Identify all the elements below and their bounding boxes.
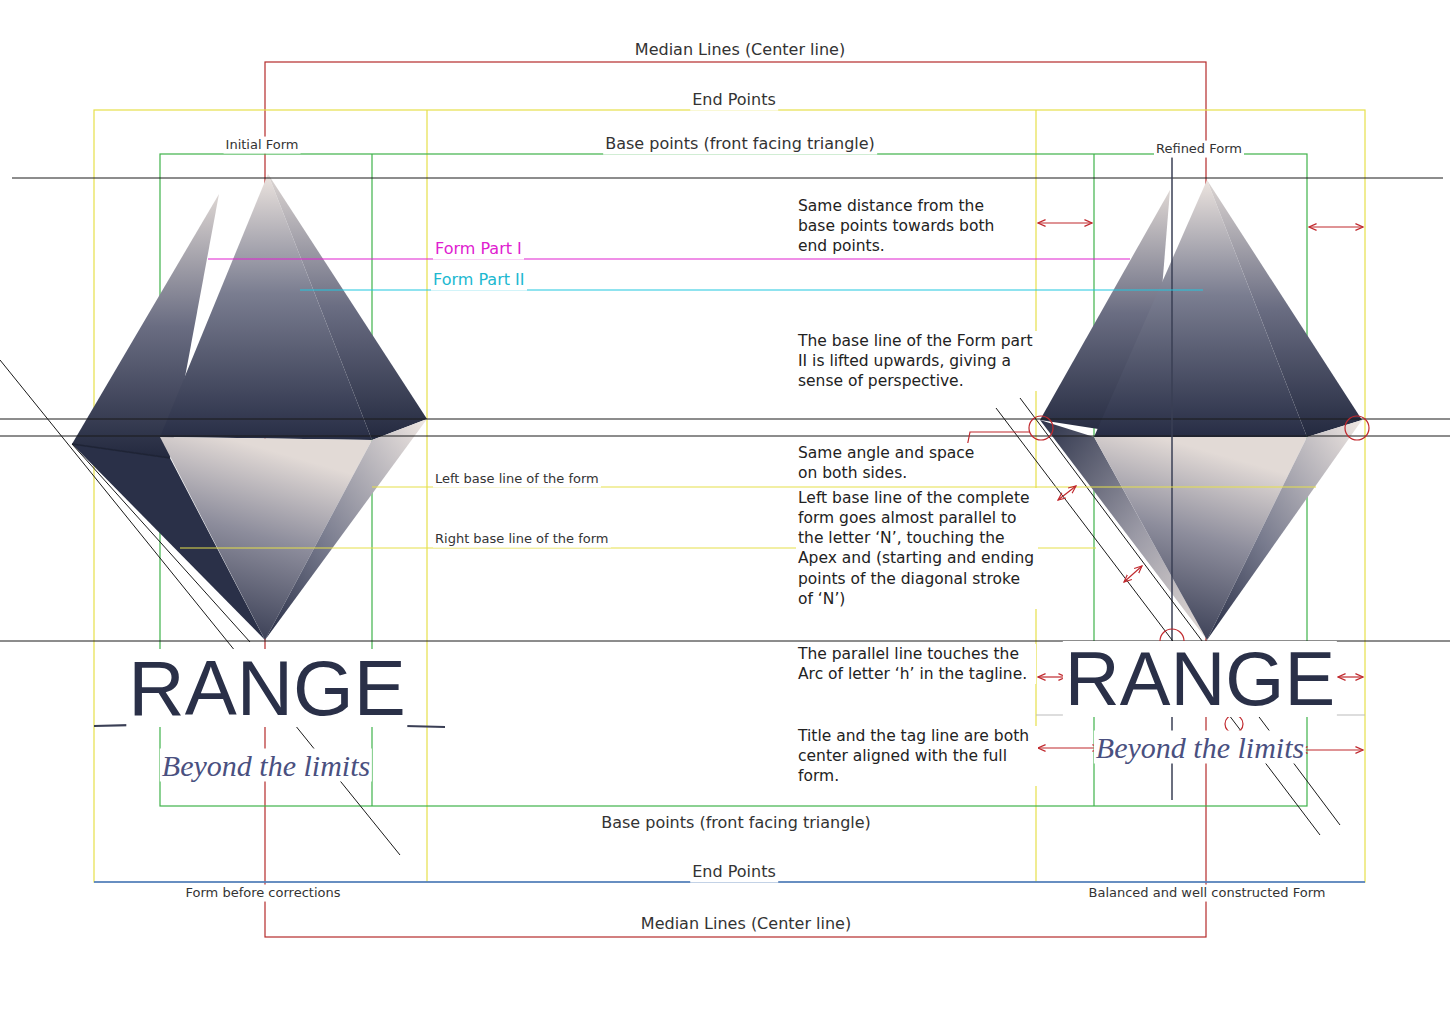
logo-title: RANGE <box>126 649 407 727</box>
guide-title: Median Lines (Center line) <box>633 40 847 61</box>
note-text: Left base line of the complete form goes… <box>796 488 1038 609</box>
note-text: The base line of the Form part II is lif… <box>796 331 1038 391</box>
note-text: The parallel line touches the Arc of let… <box>796 644 1036 684</box>
guide-title: Median Lines (Center line) <box>639 914 853 935</box>
part-label: Form Part II <box>431 270 527 291</box>
guide-title: End Points <box>690 90 778 111</box>
form-part-1-line <box>208 258 1130 259</box>
guide-title: Base points (front facing triangle) <box>603 134 877 155</box>
form-caption: Refined Form <box>1154 141 1244 158</box>
frames <box>94 62 1365 937</box>
guide-lines <box>0 155 1450 855</box>
part-label: Form Part I <box>433 239 524 260</box>
form-caption: Balanced and well constructed Form <box>1087 885 1328 902</box>
base-line-label: Left base line of the form <box>433 471 601 488</box>
form-caption: Form before corrections <box>184 885 343 902</box>
guide-title: End Points <box>690 862 778 883</box>
logo-tagline: Beyond the limits <box>1094 731 1306 764</box>
logo-tagline: Beyond the limits <box>160 749 372 782</box>
form-caption: Initial Form <box>224 137 301 154</box>
refined-form <box>1040 180 1362 640</box>
note-text: Same distance from the base points towar… <box>796 196 1025 256</box>
logo-title: RANGE <box>1063 641 1337 717</box>
note-text: Same angle and space on both sides. <box>796 443 995 483</box>
guide-title: Base points (front facing triangle) <box>599 813 873 834</box>
initial-form <box>72 174 427 640</box>
base-line-label: Right base line of the form <box>433 531 611 548</box>
note-text: Title and the tag line are both center a… <box>796 726 1038 786</box>
